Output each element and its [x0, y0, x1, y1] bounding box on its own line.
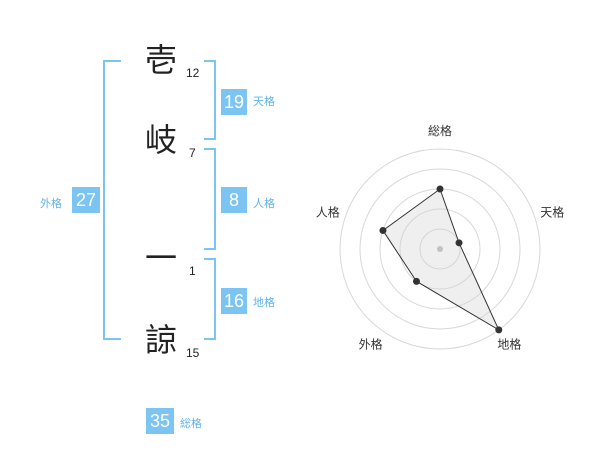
- name-char-3: 一: [144, 239, 177, 277]
- radar-point: [455, 239, 463, 247]
- radar-grid-ring: [419, 228, 461, 270]
- radar-point: [379, 226, 387, 234]
- radar-axis-label: 外格: [359, 336, 383, 351]
- radar-point: [495, 326, 503, 334]
- radar-grid-ring: [339, 148, 541, 350]
- radar-point: [412, 277, 420, 285]
- soukaku-value: 35: [146, 408, 174, 434]
- radar-axis-label: 地格: [497, 336, 521, 351]
- radar-axis-label: 天格: [540, 205, 564, 220]
- jinkaku-value: 8: [221, 187, 247, 213]
- radar-center: [437, 246, 443, 252]
- name-char-2: 岐: [144, 121, 177, 159]
- name-char-1: 壱: [144, 41, 177, 79]
- radar-grid-ring: [359, 168, 521, 330]
- chikaku-value: 16: [221, 288, 247, 314]
- name-char-4: 諒: [144, 321, 177, 359]
- gaikaku-bracket: [103, 60, 121, 340]
- radar-grid-ring: [399, 208, 481, 290]
- stroke-count-3: 1: [189, 264, 196, 278]
- soukaku-label: 総格: [180, 417, 202, 430]
- stroke-count-1: 12: [186, 66, 200, 80]
- jinkaku-bracket: [204, 148, 216, 250]
- tenkaku-value: 19: [221, 89, 247, 115]
- radar-point: [436, 185, 444, 193]
- radar-data-area: [382, 188, 500, 332]
- tenkaku-label: 天格: [253, 95, 275, 108]
- stroke-count-4: 15: [186, 346, 200, 360]
- chikaku-bracket: [204, 258, 216, 340]
- tenkaku-bracket: [204, 60, 216, 140]
- chikaku-label: 地格: [253, 296, 275, 309]
- radar-axis-label: 人格: [316, 205, 340, 220]
- stroke-count-2: 7: [189, 146, 196, 160]
- jinkaku-label: 人格: [253, 197, 275, 210]
- gaikaku-label: 外格: [40, 197, 62, 210]
- radar-axis-label: 総格: [428, 123, 452, 138]
- gaikaku-value: 27: [72, 187, 100, 213]
